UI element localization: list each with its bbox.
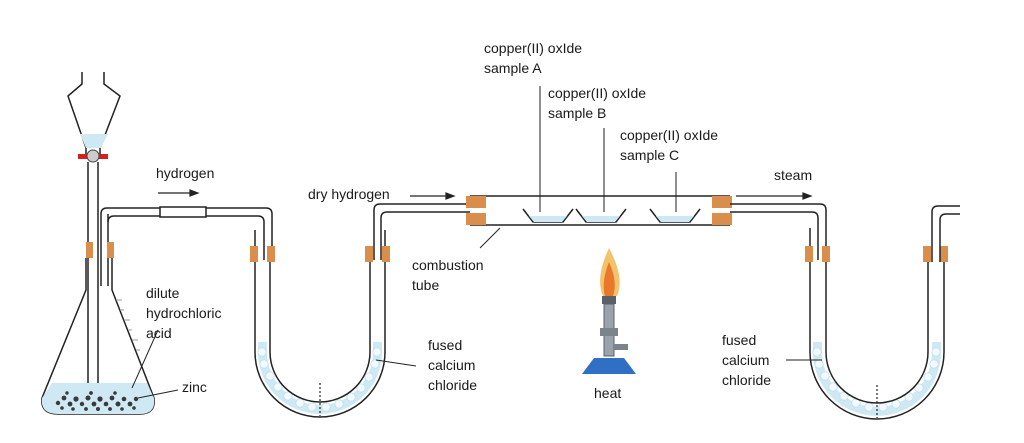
label-cacl2-1-line2: calcium xyxy=(428,357,475,373)
stopper-left xyxy=(466,196,486,208)
dropping-funnel xyxy=(67,72,121,158)
label-sample-c-line1: copper(II) oxIde xyxy=(620,127,718,143)
label-sample-a-line2: sample A xyxy=(484,60,542,76)
sample-boat-b xyxy=(575,208,627,223)
zinc-granules xyxy=(55,391,139,411)
label-cacl2-1-line1: fused xyxy=(428,337,462,353)
label-hydrogen: hydrogen xyxy=(156,165,214,181)
label-steam: steam xyxy=(774,167,812,183)
stopcock-tap xyxy=(78,149,108,163)
sample-boat-a xyxy=(522,208,574,223)
label-acid-line2: hydrochloric xyxy=(146,305,221,321)
label-sample-c-line2: sample C xyxy=(620,147,679,163)
label-cacl2-1-line3: chloride xyxy=(428,377,477,393)
label-sample-a-line1: copper(II) oxIde xyxy=(484,40,582,56)
label-sample-b-line1: copper(II) oxIde xyxy=(548,85,646,101)
stopper-right xyxy=(712,196,732,208)
hydrogen-generator xyxy=(41,72,155,415)
label-heat: heat xyxy=(594,385,621,401)
u-tube-1 xyxy=(250,230,390,418)
sample-boat-c xyxy=(649,208,701,223)
arrows xyxy=(158,189,813,200)
label-dry-hydrogen: dry hydrogen xyxy=(308,186,390,202)
label-acid-line1: dilute xyxy=(146,285,180,301)
label-sample-b-line2: sample B xyxy=(548,105,606,121)
label-cacl2-2-line2: calcium xyxy=(722,352,769,368)
leader-lines xyxy=(131,86,822,399)
label-cacl2-2-line1: fused xyxy=(722,332,756,348)
label-cacl2-2-line3: chloride xyxy=(722,372,771,388)
u-tube-2 xyxy=(805,205,960,420)
label-combustion-line2: tube xyxy=(412,277,439,293)
delivery-tube-1 xyxy=(100,206,273,260)
bunsen-burner xyxy=(582,248,636,374)
burner-base xyxy=(582,358,636,374)
label-acid-line3: acid xyxy=(146,325,172,341)
delivery-tube-3 xyxy=(730,203,827,260)
flask-stopper xyxy=(86,242,93,258)
label-combustion-line1: combustion xyxy=(412,257,484,273)
funnel-acid xyxy=(80,134,108,148)
combustion-tube xyxy=(466,195,732,226)
label-zinc: zinc xyxy=(182,379,207,395)
delivery-tube-2 xyxy=(373,203,470,260)
